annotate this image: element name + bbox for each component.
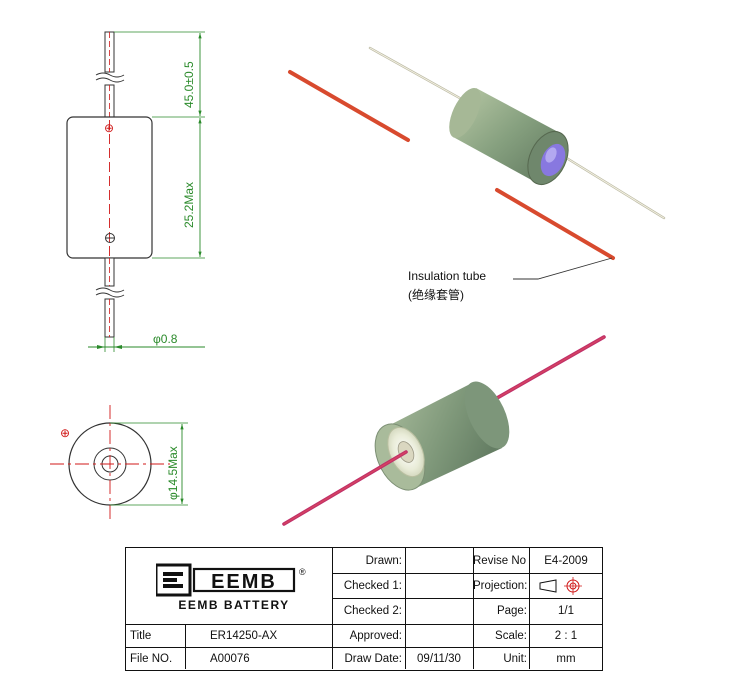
approved-label: Approved: (349, 630, 402, 642)
checked2-label: Checked 2: (343, 605, 402, 617)
callout-label: Insulation tube (408, 269, 486, 283)
projection-label: Projection: (473, 580, 527, 592)
scale-value: 2 : 1 (554, 630, 578, 642)
drawn-label: Drawn: (365, 555, 402, 567)
brand-name: EEMB BATTERY (178, 598, 290, 612)
title-block: EEMB ® EEMB BATTERY Title File NO. ER142… (125, 547, 603, 671)
body-length-label: 25.2Max (182, 182, 196, 228)
side-view: ⊕ 45.0±0.5 25.2Max φ0.8 (66, 31, 205, 352)
eemb-logo: EEMB ® (154, 563, 306, 602)
isometric-view-top (288, 46, 666, 260)
svg-text:®: ® (299, 567, 306, 577)
isometric-view-bottom (282, 335, 606, 526)
checked1-label: Checked 1: (343, 580, 402, 592)
draw-date-value: 09/11/30 (417, 653, 461, 665)
technical-drawing: ⊕ 45.0±0.5 25.2Max φ0.8 ⊕ φ14.5M (50, 31, 666, 526)
unit-label: Unit: (503, 653, 527, 665)
insulation-tube-left (288, 70, 410, 142)
page-label: Page: (496, 605, 527, 617)
break-mark-bottom (95, 287, 125, 298)
revise-no-label: Revise No.: (473, 555, 527, 567)
positive-mark-end: ⊕ (60, 426, 70, 440)
file-no-value: A00076 (210, 653, 250, 665)
page-value: 1/1 (558, 605, 574, 617)
callout-label-cn: (绝缘套管) (408, 287, 464, 302)
body-diameter-label: φ14.5Max (166, 446, 180, 500)
revise-no-value: E4-2009 (544, 555, 588, 567)
file-no-label: File NO. (130, 653, 173, 665)
lead-diameter-label: φ0.8 (153, 332, 178, 346)
break-mark-top (95, 72, 125, 83)
lead-length-label: 45.0±0.5 (182, 61, 196, 108)
scale-label: Scale: (495, 630, 527, 642)
projection-symbol-icon (538, 576, 598, 596)
end-view: ⊕ φ14.5Max (50, 405, 188, 522)
logo-text: EEMB (211, 571, 277, 593)
draw-date-label: Draw Date: (344, 653, 402, 665)
insulation-tube-callout: Insulation tube (绝缘套管) (408, 257, 613, 302)
unit-value: mm (556, 653, 576, 665)
insulation-tube-right (495, 188, 615, 260)
positive-mark-side: ⊕ (104, 121, 114, 135)
title-label: Title (130, 630, 152, 642)
title-value: ER14250-AX (210, 630, 278, 642)
